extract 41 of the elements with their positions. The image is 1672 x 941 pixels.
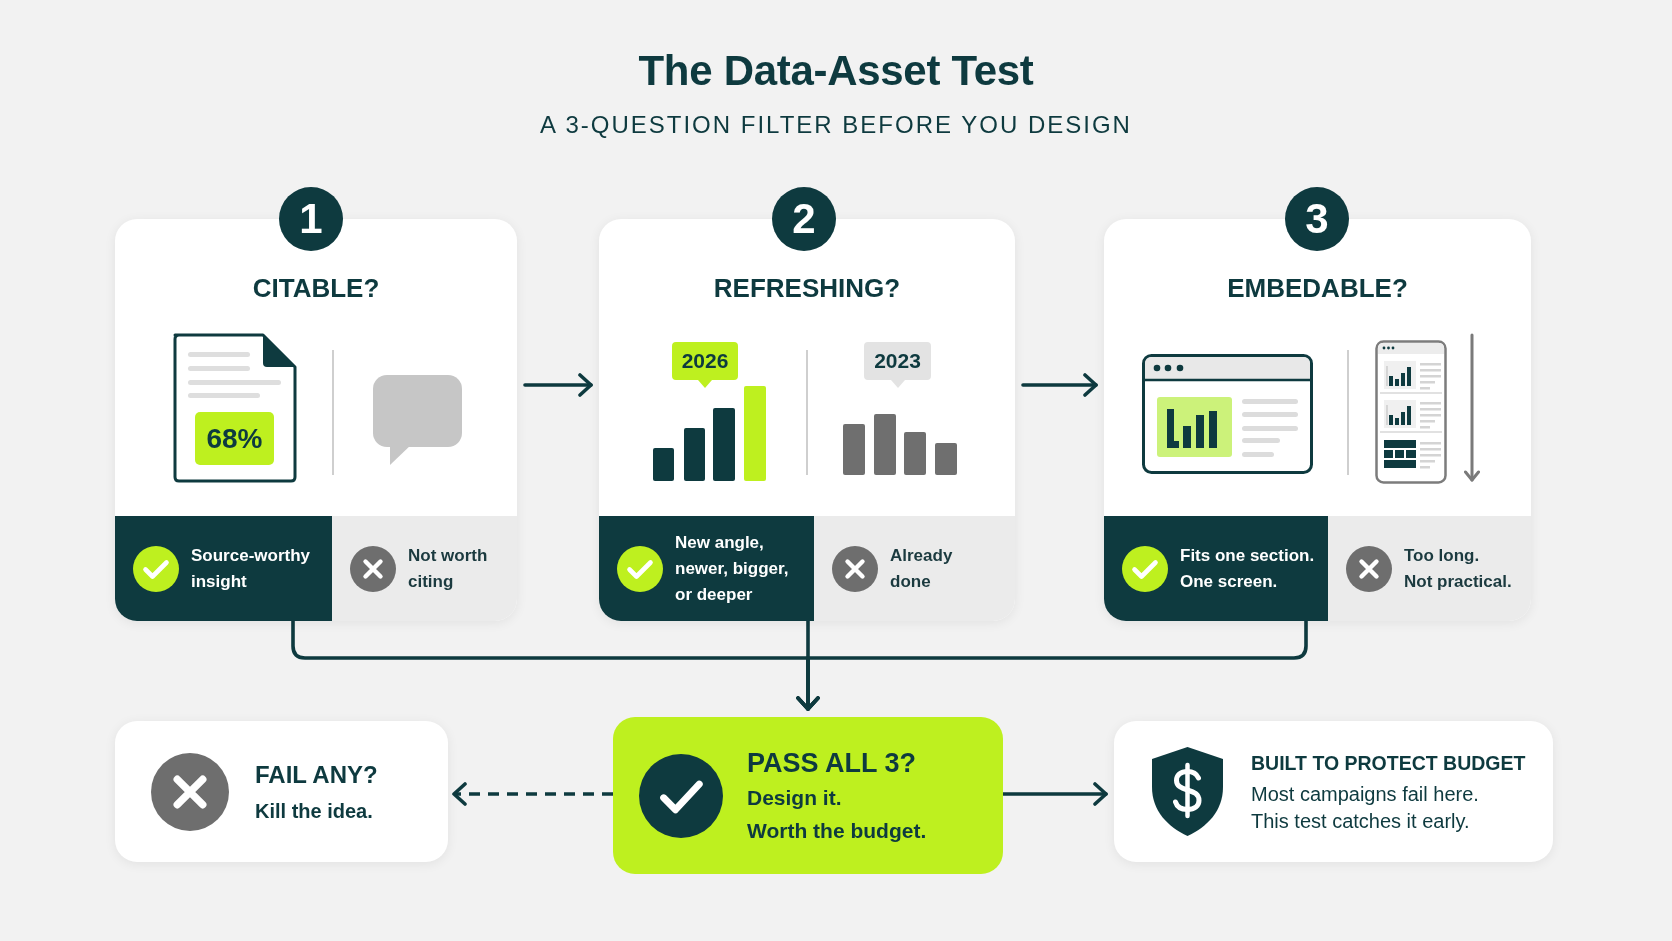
card-heading: CITABLE? [252, 272, 380, 304]
outcome-text: This test catches it early. [1251, 809, 1470, 834]
band-text: Fits one section. [1180, 544, 1315, 567]
outcome-heading: FAIL ANY? [255, 759, 378, 790]
title: The Data-Asset Test [638, 46, 1034, 96]
stat-value: 68% [206, 422, 263, 455]
year-tag [672, 342, 738, 388]
year-tag [864, 342, 931, 388]
band-text: Not worth citing [408, 544, 489, 593]
arrow [796, 619, 1308, 711]
year-label: 2026 [681, 349, 729, 373]
pass-band [1104, 516, 1328, 621]
band-text: Already done [890, 544, 954, 593]
arrow [523, 373, 593, 397]
outcome-heading: BUILT TO PROTECT BUDGET [1251, 751, 1526, 776]
outcome-text: Most campaigns fail here. [1251, 782, 1479, 807]
stat-tile [195, 412, 274, 465]
outcome-card [613, 717, 1003, 874]
outcome-card [1114, 721, 1553, 862]
step-number: 3 [1305, 196, 1329, 242]
dashed-arrow [452, 782, 613, 806]
arrow [1001, 782, 1108, 806]
card-heading: EMBEDABLE? [1227, 272, 1408, 304]
outcome-text: Worth the budget. [747, 817, 927, 844]
band-text: Source-worthy insight [191, 544, 312, 593]
outcome-text: Kill the idea. [255, 798, 373, 824]
outcome-text: Design it. [747, 784, 842, 811]
band-text: Too long. [1404, 544, 1480, 567]
step-number: 1 [299, 196, 323, 242]
pass-band [115, 516, 332, 621]
card-heading: REFRESHING? [713, 272, 901, 304]
band-text: New angle, newer, bigger, or deeper [675, 531, 790, 606]
band-text: Not practical. [1404, 570, 1512, 593]
arrow [1021, 373, 1098, 397]
band-text: One screen. [1180, 570, 1278, 593]
year-label: 2023 [874, 349, 921, 373]
step-number: 2 [792, 196, 816, 242]
pass-band [599, 516, 814, 621]
outcome-heading: PASS ALL 3? [747, 746, 917, 780]
outcome-card [115, 721, 448, 862]
subtitle: A 3-QUESTION FILTER BEFORE YOU DESIGN [540, 110, 1132, 140]
